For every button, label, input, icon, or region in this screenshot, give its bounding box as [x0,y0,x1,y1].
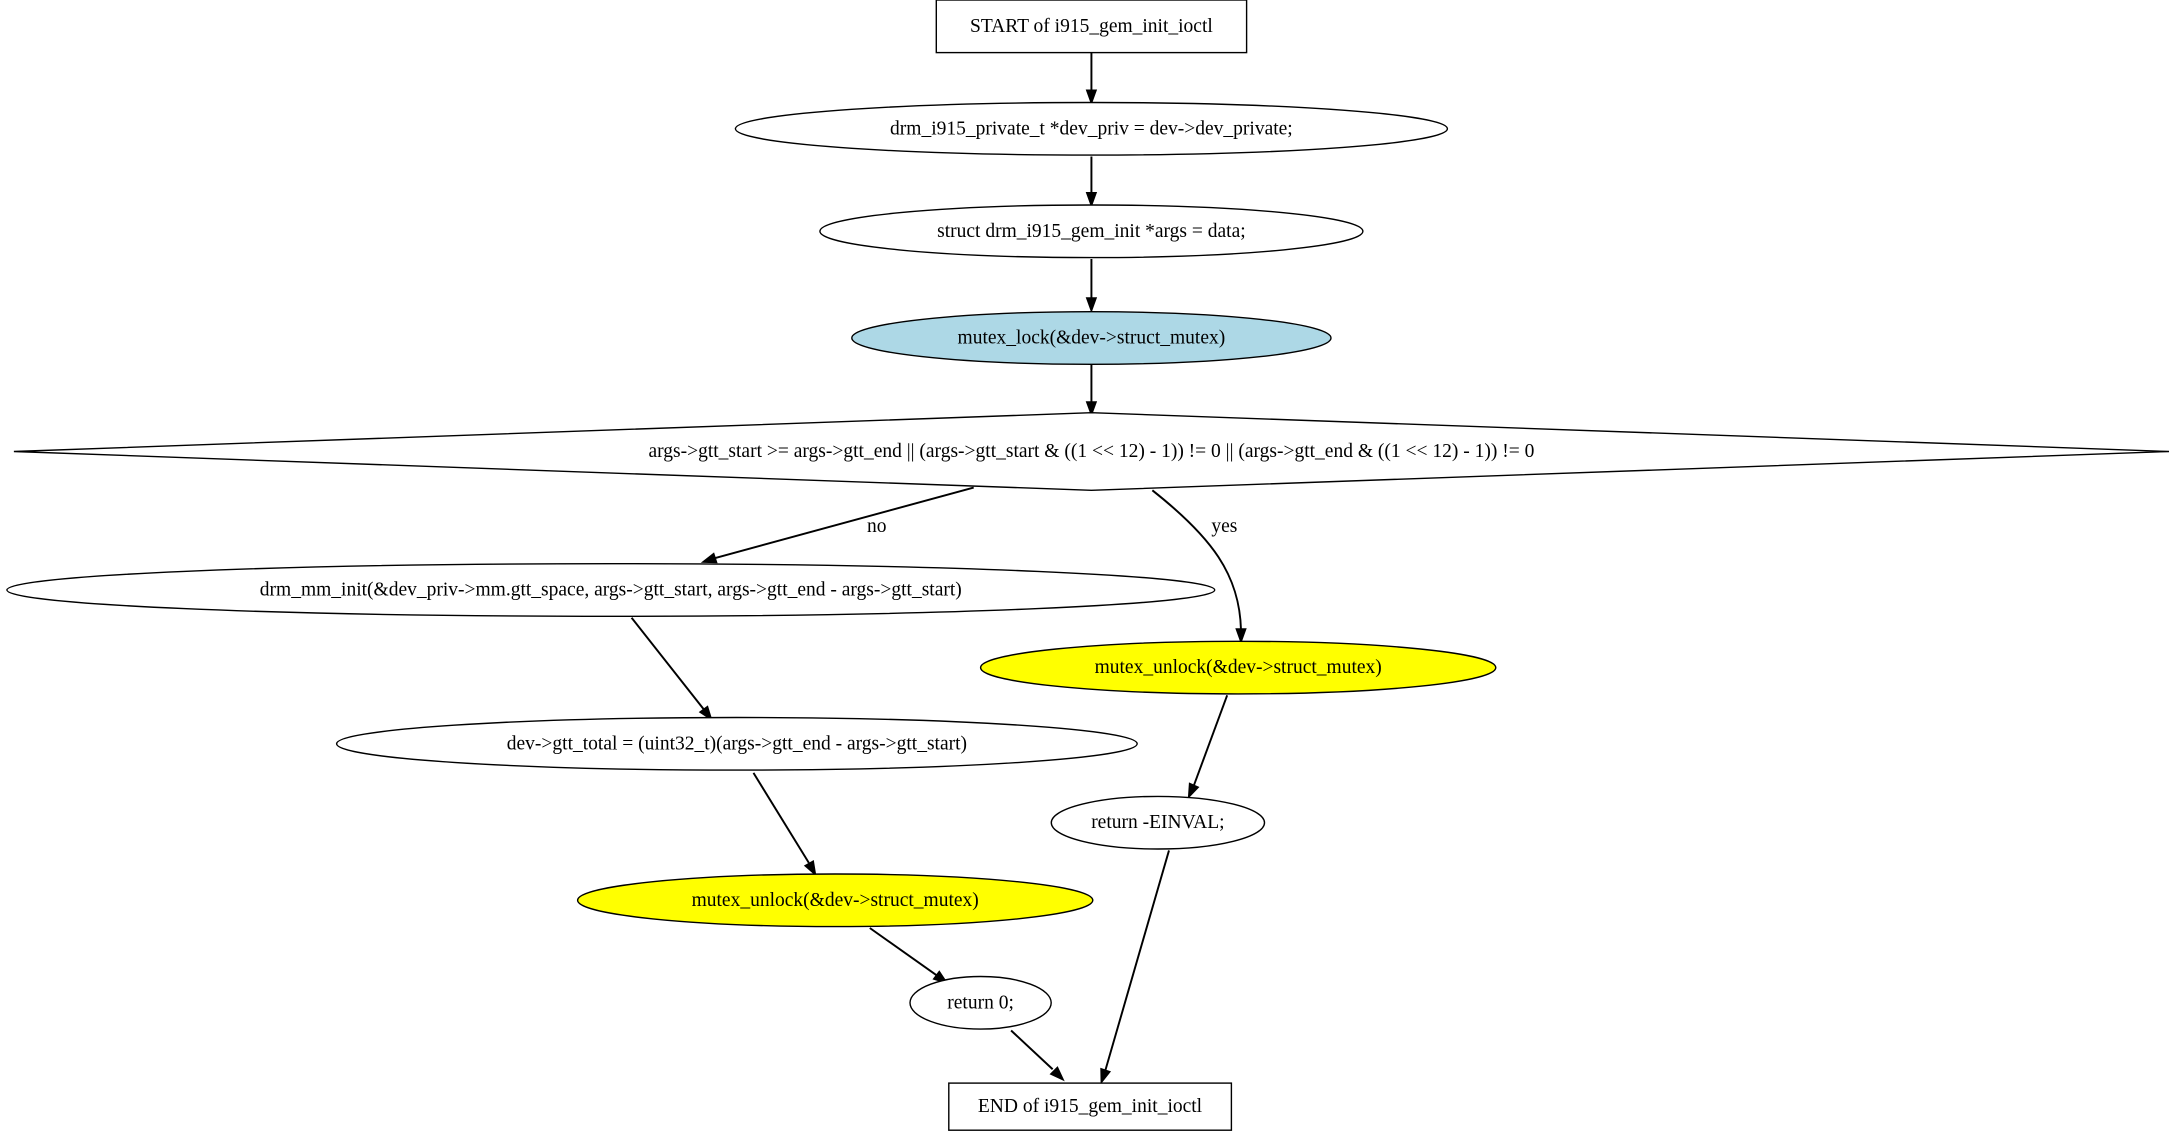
node-ellipse [819,204,1364,259]
node-args: struct drm_i915_gem_init *args = data; [819,204,1364,259]
edge-ret_zero-to-end [1010,1029,1065,1082]
edge-arrowhead [803,860,817,877]
node-end: END of i915_gem_init_ioctl [948,1082,1233,1131]
nodes-layer: START of i915_gem_init_ioctl drm_i915_pri… [6,0,2169,1131]
node-mm-init: drm_mm_init(&dev_priv->mm.gtt_space, arg… [6,563,1216,618]
edge-dev_priv-to-args [1085,156,1098,208]
node-start: START of i915_gem_init_ioctl [935,0,1248,54]
edges-layer: no yes [630,52,1247,1085]
edge-line [1010,1029,1054,1070]
node-label: mutex_unlock(&dev->struct_mutex) [692,890,979,911]
edge-cond-to-unlock_yes: yes [1151,489,1247,645]
edge-arrowhead [1235,628,1247,645]
edge-unlock_no-to-ret_zero [869,927,949,985]
node-ellipse [909,975,1052,1030]
node-label: args->gtt_start >= args->gtt_end || (arg… [648,441,1534,462]
edge-arrowhead [1085,192,1098,208]
node-label: drm_i915_private_t *dev_priv = dev->dev_… [890,118,1293,139]
node-ellipse [734,101,1449,156]
edge-arrowhead [1187,782,1200,800]
edge-arrowhead [1085,297,1098,314]
edge-args-to-mutex_lock [1085,259,1098,314]
edge-line [1104,850,1170,1071]
edge-line [1151,489,1242,631]
node-dev-priv: drm_i915_private_t *dev_priv = dev->dev_… [734,101,1449,156]
edge-arrowhead [1049,1066,1065,1082]
node-box [948,1082,1233,1131]
edge-arrowhead [698,705,713,722]
edge-label-no: no [867,516,887,537]
edge-ret_einval-to-end [1100,850,1170,1085]
edge-gtt_total-to-unlock_no [752,772,817,877]
edge-unlock_yes-to-ret_einval [1187,694,1229,800]
edge-mutex_lock-to-cond [1085,364,1098,417]
edge-cond-to-mm_init: no [700,486,974,564]
edge-line [752,772,810,864]
node-label: mutex_lock(&dev->struct_mutex) [958,328,1226,349]
edge-start-to-dev_priv [1085,52,1098,106]
edge-arrowhead [1085,89,1098,106]
node-gtt-total: dev->gtt_total = (uint32_t)(args->gtt_en… [335,716,1138,771]
edge-line [869,927,937,976]
node-label: drm_mm_init(&dev_priv->mm.gtt_space, arg… [260,580,962,601]
edge-mm_init-to-gtt_total [630,617,713,722]
node-cond: args->gtt_start >= args->gtt_end || (arg… [13,411,2169,492]
node-diamond [13,411,2169,492]
edge-arrowhead [1085,401,1098,417]
node-ellipse [6,563,1216,618]
edge-label-yes: yes [1211,516,1237,537]
node-ret-zero: return 0; [909,975,1052,1030]
node-ellipse [576,873,1094,928]
node-ret-einval: return -EINVAL; [1050,795,1266,850]
edge-arrowhead [700,552,718,564]
node-label: END of i915_gem_init_ioctl [978,1096,1203,1117]
node-unlock-yes: mutex_unlock(&dev->struct_mutex) [979,640,1497,695]
edge-line [714,486,974,560]
node-label: START of i915_gem_init_ioctl [970,16,1213,37]
node-ellipse [979,640,1497,695]
node-ellipse [1050,795,1266,850]
node-mutex-lock: mutex_lock(&dev->struct_mutex) [851,311,1332,366]
node-ellipse [851,311,1332,366]
node-label: return 0; [947,992,1014,1013]
node-unlock-no: mutex_unlock(&dev->struct_mutex) [576,873,1094,928]
node-label: mutex_unlock(&dev->struct_mutex) [1095,657,1382,678]
node-label: dev->gtt_total = (uint32_t)(args->gtt_en… [507,733,967,754]
edge-line [1193,694,1229,786]
edge-arrowhead [1100,1067,1112,1085]
node-label: struct drm_i915_gem_init *args = data; [937,221,1246,242]
node-ellipse [335,716,1138,771]
node-box [935,0,1248,54]
node-label: return -EINVAL; [1091,812,1224,833]
edge-line [630,617,705,710]
